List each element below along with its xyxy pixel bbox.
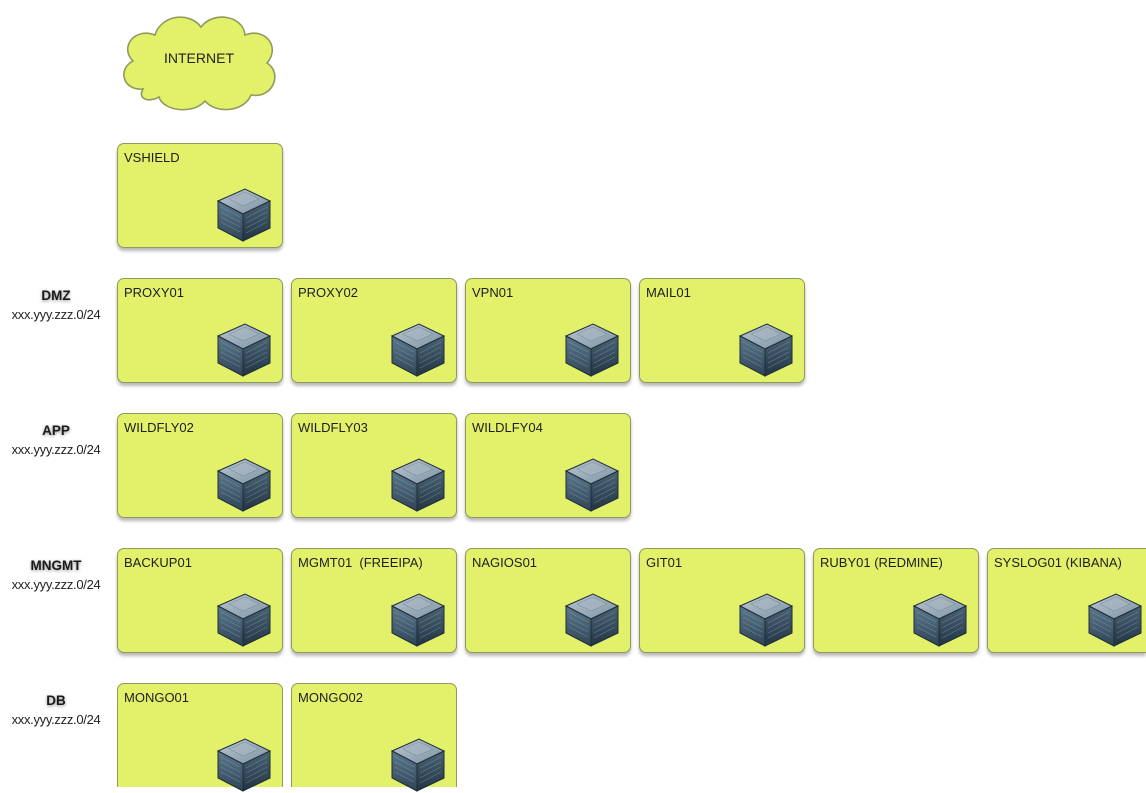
node-label: PROXY02	[298, 285, 358, 300]
node-mgmt01[interactable]: MGMT01 (FREEIPA)	[291, 548, 457, 653]
segment-label: APP xxx.yyy.zzz.0/24	[0, 423, 112, 457]
server-icon	[390, 593, 446, 647]
internet-cloud: INTERNET	[113, 7, 285, 117]
node-label: MONGO01	[124, 690, 190, 705]
node-backup01[interactable]: BACKUP01	[117, 548, 283, 653]
node-label: NAGIOS01	[472, 555, 538, 570]
server-icon	[1087, 593, 1143, 647]
server-icon	[390, 458, 446, 512]
node-wildlfy04[interactable]: WILDLFY04	[465, 413, 631, 518]
segment-subnet: xxx.yyy.zzz.0/24	[11, 577, 101, 592]
server-icon	[216, 738, 272, 792]
node-label: VSHIELD	[124, 150, 180, 165]
segment-subnet: xxx.yyy.zzz.0/24	[11, 712, 101, 727]
segment-label: DMZ xxx.yyy.zzz.0/24	[0, 288, 112, 322]
server-icon	[390, 738, 446, 792]
node-mongo01[interactable]: MONGO01	[117, 683, 283, 792]
node-nagios01[interactable]: NAGIOS01	[465, 548, 631, 653]
segment-subnet: xxx.yyy.zzz.0/24	[11, 307, 101, 322]
node-label: GIT01	[646, 555, 683, 570]
node-proxy02[interactable]: PROXY02	[291, 278, 457, 383]
segment-name: APP	[42, 423, 70, 438]
node-ruby01[interactable]: RUBY01 (REDMINE)	[813, 548, 979, 653]
server-icon	[738, 323, 794, 377]
server-icon	[564, 323, 620, 377]
node-label: MONGO02	[298, 690, 364, 705]
server-icon	[390, 323, 446, 377]
segment-label: DB xxx.yyy.zzz.0/24	[0, 693, 112, 727]
server-icon	[216, 593, 272, 647]
node-label: RUBY01 (REDMINE)	[820, 555, 943, 570]
node-label: WILDFLY02	[124, 420, 194, 435]
server-icon	[216, 188, 272, 242]
server-icon	[564, 458, 620, 512]
internet-label: INTERNET	[164, 50, 234, 66]
segment-name: DMZ	[41, 288, 71, 303]
node-label: MAIL01	[646, 285, 691, 300]
server-icon	[564, 593, 620, 647]
node-label: WILDFLY03	[298, 420, 368, 435]
node-vpn01[interactable]: VPN01	[465, 278, 631, 383]
node-git01[interactable]: GIT01	[639, 548, 805, 653]
segment-name: MNGMT	[30, 558, 82, 573]
server-icon	[738, 593, 794, 647]
node-label: VPN01	[472, 285, 514, 300]
node-vshield[interactable]: VSHIELD	[117, 143, 283, 248]
segment-subnet: xxx.yyy.zzz.0/24	[11, 442, 101, 457]
node-label: BACKUP01	[124, 555, 192, 570]
node-label: SYSLOG01 (KIBANA)	[994, 555, 1122, 570]
segment-label: MNGMT xxx.yyy.zzz.0/24	[0, 558, 112, 592]
node-proxy01[interactable]: PROXY01	[117, 278, 283, 383]
server-icon	[216, 458, 272, 512]
node-mongo02[interactable]: MONGO02	[291, 683, 457, 792]
node-syslog01[interactable]: SYSLOG01 (KIBANA)	[987, 548, 1146, 653]
cloud-icon	[123, 16, 276, 111]
node-mail01[interactable]: MAIL01	[639, 278, 805, 383]
server-icon	[912, 593, 968, 647]
node-wildfly03[interactable]: WILDFLY03	[291, 413, 457, 518]
server-icon	[216, 323, 272, 377]
node-wildfly02[interactable]: WILDFLY02	[117, 413, 283, 518]
node-label: PROXY01	[124, 285, 184, 300]
segment-name: DB	[46, 693, 66, 708]
node-label: WILDLFY04	[472, 420, 543, 435]
node-label: MGMT01 (FREEIPA)	[298, 555, 423, 570]
